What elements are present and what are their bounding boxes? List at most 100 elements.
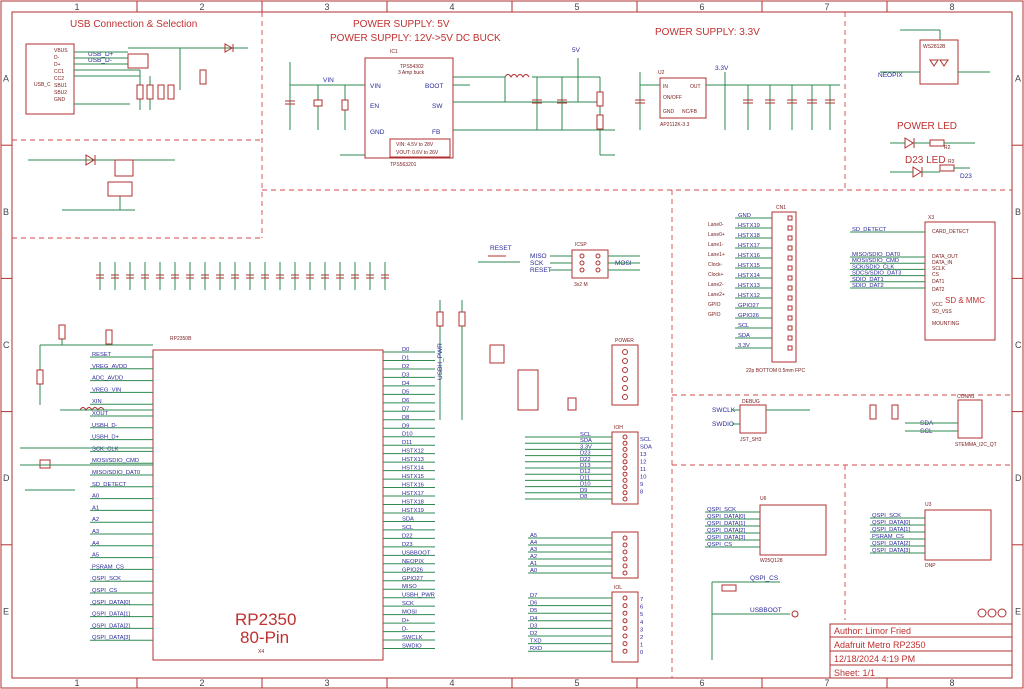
sd-net-1: MISO/SDIO_DAT0 [852,252,900,258]
d23-led-resistor: R3 [948,159,955,165]
mcu-right-net-23: D23 [402,542,413,548]
grid-col-top-1: 1 [75,2,80,12]
cn1-net-9: GPIO27 [738,303,759,309]
ioh-net-10: D8 [580,494,587,500]
ic1-buck: IC1 TPS54302 3 Amp buck VIN EN GND BOOT … [364,49,454,168]
cn1-net-8: HSTX12 [738,293,760,299]
psram-net-1: QSPI_DATA[0] [872,520,911,526]
cn1-lane-7: Lane2+ [708,292,725,298]
mcu-right-net-34: SWCLK [402,635,423,641]
qspi-cs-boot: QSPI_CS USBBOOT [711,575,799,660]
ioh-side-label-1: SDA [640,445,652,451]
flash-net-2: QSPI_DATA[1] [707,521,746,527]
iol-side-label-1: 6 [640,605,643,611]
mcu-right-net-6: D6 [402,398,409,404]
mcu-right-net-31: MOSI [402,610,417,616]
mcu-left-net-24: QSPI_DATA[3] [92,635,131,641]
title-project: Adafruit Metro RP2350 [834,640,926,650]
debug-ref: DEBUG [742,399,760,405]
grid-col-bottom-7: 7 [825,678,830,688]
ic1-pin-boot: BOOT [425,83,443,90]
grid-col-top-8: 8 [950,2,955,12]
iol-net-1: D6 [530,601,537,607]
sd-pin-3: SCLK [932,266,946,272]
ic1-pin-en: EN [370,103,379,110]
buck-vin-label: VIN [323,77,334,84]
analog-net-2: A3 [530,547,537,553]
mcu-left-net-0: RESET [92,352,112,358]
cn1-fpc-connector: CN1 22p BOTTOM 0.5mm FPC GNDHSTX19HSTX18… [708,205,805,374]
mcu-right-net-20: SDA [402,516,414,522]
grid-col-bottom-3: 3 [325,678,330,688]
mcu-right-net-4: D4 [402,381,410,387]
neopix-label: NEOPIX [878,72,903,79]
debug-swclk: SWCLK [712,407,736,414]
mcu-left-net-4: XIN [92,399,102,405]
ioh-ref: IOH [614,425,623,431]
ioh-side-label-3: 12 [640,460,646,466]
cn1-lane-4: Clock- [708,262,723,268]
stemma-qt-connector: CONN1 STEMMA_I2C_QT SDA SCL [869,394,997,448]
iol-net-0: D7 [530,593,537,599]
cn1-lane-8: GPIO [708,302,721,308]
mcu-left-net-9: MOSI/SDIO_CMD [92,458,139,464]
grid-col-bottom-1: 1 [75,678,80,688]
mcu-left-support [20,324,153,491]
mcu-right-net-2: D2 [402,364,409,370]
psram-net-4: QSPI_DATA[2] [872,541,911,547]
sd-pin-9: MOUNTING [932,321,959,327]
sd-net-3: SCK/SDIO_CLK [852,264,894,270]
cn1-lane-6: Lane2- [708,282,724,288]
usb-pin-2: D+ [54,62,61,68]
icsp-header: ICSP 3x2 M MISO SCK RESET MOSI [530,242,640,288]
buck-input-caps [285,99,349,111]
usb-host-power: USBH_PWR [436,300,577,420]
mcu-left-net-17: A5 [92,553,99,559]
mcu-left-net-23: QSPI_DATA[2] [92,623,131,629]
ioh-net-1: SDA [580,438,592,444]
neopixel-ws2812: WS2812B [880,29,990,85]
usb-power-switch [28,154,175,211]
usb-wires [74,47,248,110]
psram-net-5: QSPI_DATA[3] [872,548,911,554]
cn1-net-5: HSTX15 [738,263,760,269]
sd-net-4: SDCS/SDIO_DAT3 [852,271,902,277]
iol-net-6: TXD [530,639,542,645]
mcu-left-net-10: MISO/SDIO_DAT0 [92,470,140,476]
iol-side-label-2: 5 [640,612,643,618]
cn1-label: 22p BOTTOM 0.5mm FPC [746,368,805,374]
sd-card-slot: X3 SD & MMC CARD_DETECTDATA_OUTDATA_INSC… [850,215,996,341]
mcu-left-net-15: A3 [92,529,99,535]
icsp-ref: ICSP [575,242,587,248]
mcu-right-net-14: HSTX14 [402,466,425,472]
stemma-label: STEMMA_I2C_QT [955,442,997,448]
mcu-left-net-7: USBH_D+ [92,435,120,441]
ioh-net-3: D23 [580,451,591,457]
usb-pin-3: CC1 [54,69,64,75]
debug-label: JST_SH3 [740,437,762,443]
psram-net-0: QSPI_SCK [872,513,901,519]
ic1-note1: TPS54302 [400,64,424,70]
psram-u3: U3 DNP QSPI_SCKQSPI_DATA[0]QSPI_DATA[1]P… [870,502,992,569]
u6-name: W25Q128 [760,558,783,564]
usbh-pwr-label: USBH_PWR [437,343,444,380]
mcu-left-net-18: PSRAM_CS [92,564,124,570]
grid-col-bottom-4: 4 [450,678,455,688]
mcu-left-net-20: QSPI_CS [92,588,117,594]
usb-pin-6: SBU2 [54,90,67,96]
ic1-pin-sw: SW [432,103,443,110]
mcu-right-net-15: HSTX15 [402,474,424,480]
ws2812-ref: WS2812B [923,44,946,50]
mcu-right-net-10: D10 [402,432,413,438]
mcu-right-net-16: HSTX16 [402,483,424,489]
power-header: POWER [611,338,639,406]
mcu-bottom-label: X4 [258,649,264,655]
sd-title: SD & MMC [945,296,985,305]
mcu-left-net-5: XOUT [92,411,109,417]
mcu-left-net-3: VREG_VIN [92,387,121,393]
